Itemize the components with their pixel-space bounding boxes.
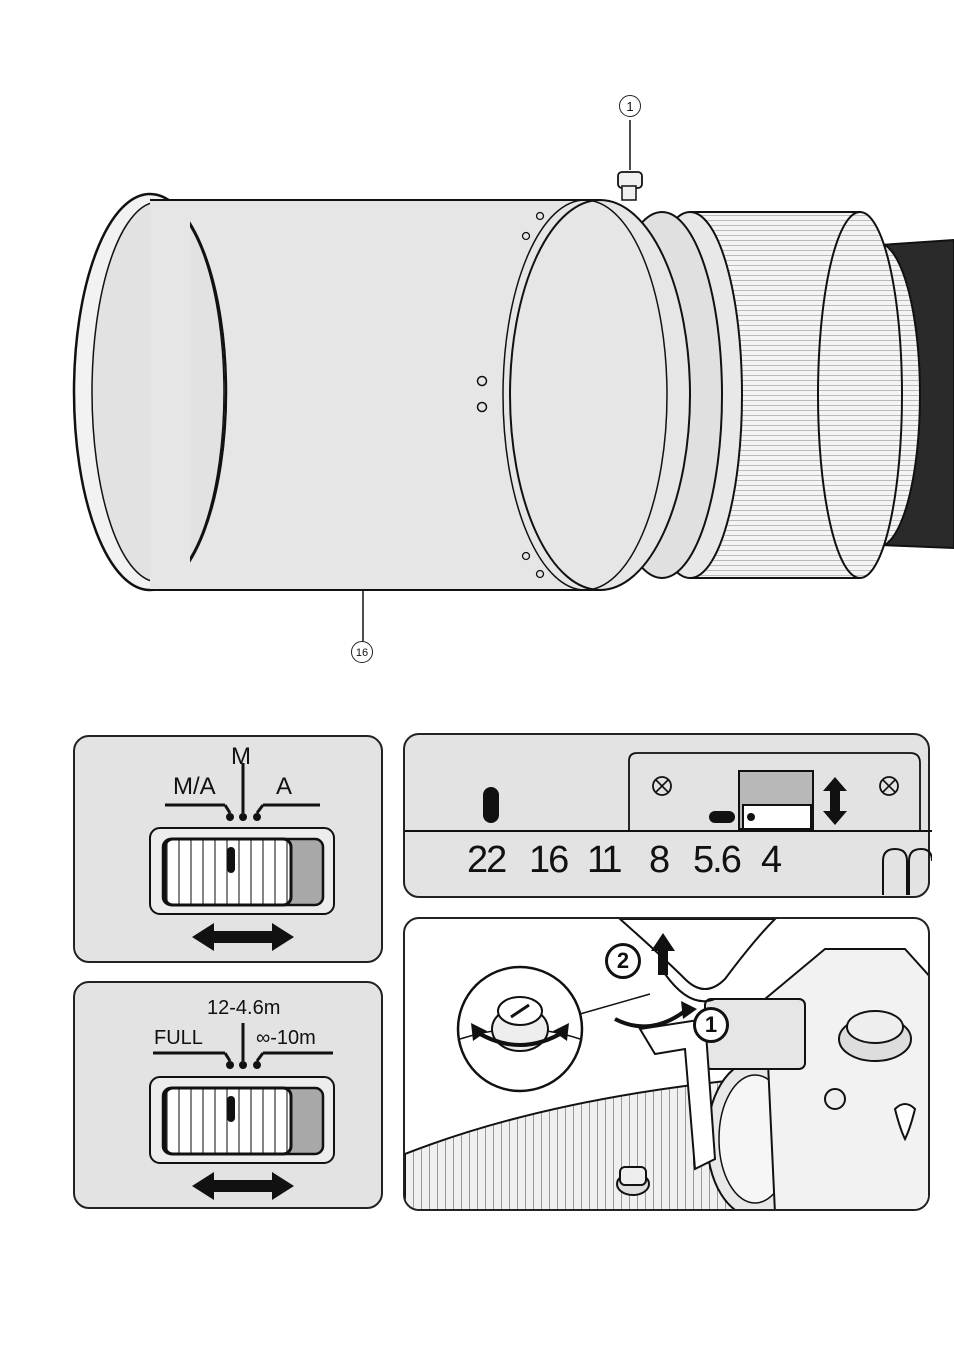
focus-mode-switch-panel: M M/A A [73, 735, 383, 963]
step-2-marker: 2 [605, 943, 641, 979]
aperture-4: 4 [761, 839, 782, 882]
aperture-8: 8 [649, 839, 670, 882]
aperture-5-6: 5.6 [693, 839, 740, 882]
aperture-22: 22 [467, 839, 505, 882]
step-1-marker: 1 [693, 1007, 729, 1043]
double-arrow-icon [190, 1169, 296, 1203]
focus-mode-slider[interactable] [149, 827, 337, 915]
focus-limiter-panel: 12-4.6m FULL ∞-10m [73, 981, 383, 1209]
callout-1: 1 [619, 95, 641, 117]
aperture-11: 11 [587, 839, 618, 882]
lens-hood-illustration [0, 80, 954, 680]
aperture-scale-panel: 22 16 11 8 5.6 4 [403, 733, 930, 898]
aperture-16: 16 [529, 839, 567, 882]
double-arrow-icon [190, 920, 296, 954]
callout-16: 16 [351, 641, 373, 663]
camera-mount-panel: 2 1 [403, 917, 930, 1211]
focus-limiter-slider[interactable] [149, 1076, 337, 1164]
